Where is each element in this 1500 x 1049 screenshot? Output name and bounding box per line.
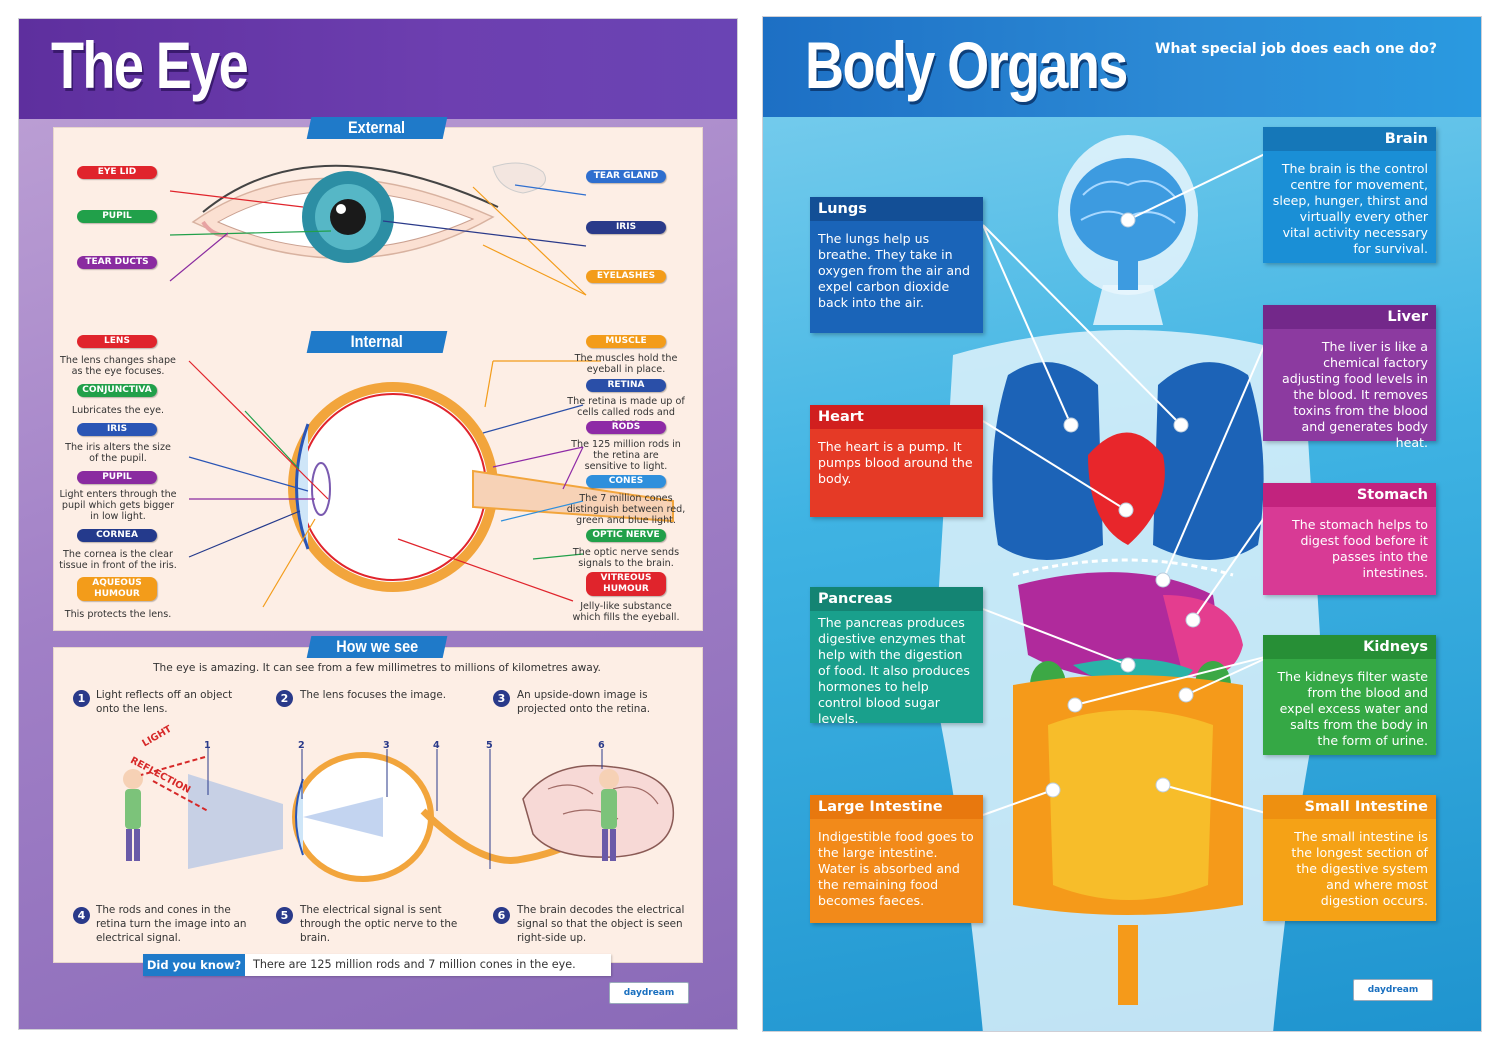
- int-label-retina: RETINA: [586, 379, 666, 392]
- int-label-lens: LENS: [77, 335, 157, 348]
- eye-poster: The Eye External EYE LID PUPIL TEAR DUCT…: [18, 18, 738, 1030]
- organ-description: The brain is the control centre for move…: [1272, 161, 1428, 256]
- step-number: 2: [276, 690, 293, 707]
- organ-name: Liver: [1263, 305, 1436, 329]
- organ-description: The stomach helps to digest food before …: [1292, 517, 1428, 580]
- step-text: Light reflects off an object onto the le…: [96, 689, 233, 715]
- body-illustration: [933, 135, 1323, 1031]
- diagram-marker: 6: [598, 740, 605, 751]
- how-we-see-heading: How we see: [306, 636, 448, 658]
- organ-description: The small intestine is the longest secti…: [1291, 829, 1428, 908]
- step-text: The brain decodes the electrical signal …: [517, 904, 685, 944]
- step-number: 1: [73, 690, 90, 707]
- organ-box-kidneys: Kidneys The kidneys filter waste from th…: [1263, 635, 1436, 755]
- int-desc-lens: The lens changes shape as the eye focuse…: [60, 355, 176, 377]
- diagram-marker: 2: [298, 740, 305, 751]
- ext-label-eyelashes: EYELASHES: [586, 270, 666, 283]
- int-desc-conjunctiva: Lubricates the eye.: [71, 405, 165, 416]
- organ-description: The pancreas produces digestive enzymes …: [818, 615, 970, 726]
- organ-box-liver: Liver The liver is like a chemical facto…: [1263, 305, 1436, 450]
- organ-name: Small Intestine: [1263, 795, 1436, 819]
- organ-description: The kidneys filter waste from the blood …: [1277, 669, 1428, 748]
- int-desc-aqueous-humour: This protects the lens.: [64, 609, 172, 620]
- ext-label-iris: IRIS: [586, 221, 666, 234]
- int-desc-optic-nerve: The optic nerve sends signals to the bra…: [572, 547, 680, 569]
- internal-eye-cross-section: [188, 360, 674, 608]
- did-you-know-text: There are 125 million rods and 7 million…: [253, 958, 576, 971]
- step-number: 3: [493, 690, 510, 707]
- organ-box-lungs: Lungs The lungs help us breathe. They ta…: [810, 197, 983, 333]
- step-number: 4: [73, 907, 90, 924]
- organ-box-large-intestine: Large Intestine Indigestible food goes t…: [810, 795, 983, 923]
- organ-box-brain: Brain The brain is the control centre fo…: [1263, 127, 1436, 263]
- organ-box-stomach: Stomach The stomach helps to digest food…: [1263, 483, 1436, 595]
- int-desc-rods: The 125 million rods in the retina are s…: [571, 439, 681, 472]
- int-label-pupil: PUPIL: [77, 471, 157, 484]
- int-desc-cones: The 7 million cones distinguish between …: [566, 493, 686, 526]
- organ-name: Large Intestine: [810, 795, 983, 819]
- int-label-optic-nerve: OPTIC NERVE: [586, 529, 666, 542]
- int-label-cones: CONES: [586, 475, 666, 488]
- ext-label-eye-lid: EYE LID: [77, 166, 157, 179]
- organ-description: The liver is like a chemical factory adj…: [1281, 339, 1428, 450]
- int-label-rods: RODS: [586, 421, 666, 434]
- int-desc-muscle: The muscles hold the eyeball in place.: [574, 353, 678, 375]
- step-text: An upside-down image is projected onto t…: [517, 689, 651, 715]
- organ-name: Brain: [1263, 127, 1436, 151]
- organs-subtitle: What special job does each one do?: [1155, 41, 1437, 57]
- organ-name: Lungs: [810, 197, 983, 221]
- step-text: The lens focuses the image.: [300, 689, 447, 701]
- int-label-aqueous-humour: AQUEOUS HUMOUR: [77, 577, 157, 601]
- step-text: The electrical signal is sent through th…: [300, 904, 458, 944]
- organ-description: The lungs help us breathe. They take in …: [818, 231, 971, 310]
- organ-name: Pancreas: [810, 587, 983, 611]
- organs-poster: Body Organs What special job does each o…: [762, 16, 1482, 1032]
- diagram-marker: 1: [204, 740, 211, 751]
- step-text: The rods and cones in the retina turn th…: [96, 904, 247, 944]
- diagram-marker: 5: [486, 740, 493, 751]
- step-number: 6: [493, 907, 510, 924]
- eye-title: The Eye: [51, 28, 249, 102]
- diagram-marker: 4: [433, 740, 440, 751]
- organ-name: Kidneys: [1263, 635, 1436, 659]
- ext-label-tear-ducts: TEAR DUCTS: [77, 256, 157, 269]
- organ-description: The heart is a pump. It pumps blood arou…: [818, 439, 973, 486]
- organ-description: Indigestible food goes to the large inte…: [818, 829, 974, 908]
- organ-name: Heart: [810, 405, 983, 429]
- step-number: 5: [276, 907, 293, 924]
- how-we-see-diagram: [123, 747, 675, 882]
- int-label-vitreous-humour: VITREOUS HUMOUR: [586, 572, 666, 596]
- int-desc-iris: The iris alters the size of the pupil.: [65, 442, 171, 464]
- did-you-know-bar: [143, 954, 611, 976]
- ext-label-pupil: PUPIL: [77, 210, 157, 223]
- organs-title: Body Organs: [805, 28, 1128, 102]
- eye-title-bar: The Eye: [19, 19, 737, 119]
- int-label-iris: IRIS: [77, 423, 157, 436]
- organ-box-pancreas: Pancreas The pancreas produces digestive…: [810, 587, 983, 726]
- int-desc-pupil: Light enters through the pupil which get…: [59, 489, 177, 522]
- organ-box-small-intestine: Small Intestine The small intestine is t…: [1263, 795, 1436, 921]
- organs-title-bar: Body Organs What special job does each o…: [763, 17, 1481, 117]
- int-label-muscle: MUSCLE: [586, 335, 666, 348]
- int-label-conjunctiva: CONJUNCTIVA: [77, 384, 157, 397]
- diagram-marker: 3: [383, 740, 390, 751]
- organ-box-heart: Heart The heart is a pump. It pumps bloo…: [810, 405, 983, 517]
- int-label-cornea: CORNEA: [77, 529, 157, 542]
- how-we-see-intro: The eye is amazing. It can see from a fe…: [153, 662, 601, 674]
- int-desc-cornea: The cornea is the clear tissue in front …: [59, 549, 177, 571]
- int-desc-vitreous-humour: Jelly-like substance which fills the eye…: [572, 601, 680, 623]
- organ-name: Stomach: [1263, 483, 1436, 507]
- daydream-logo: daydream: [1353, 979, 1433, 1001]
- daydream-logo: daydream: [609, 982, 689, 1004]
- ext-label-tear-gland: TEAR GLAND: [586, 170, 666, 183]
- external-eye-illustration: [169, 162, 587, 296]
- did-you-know-label: Did you know?: [143, 954, 245, 976]
